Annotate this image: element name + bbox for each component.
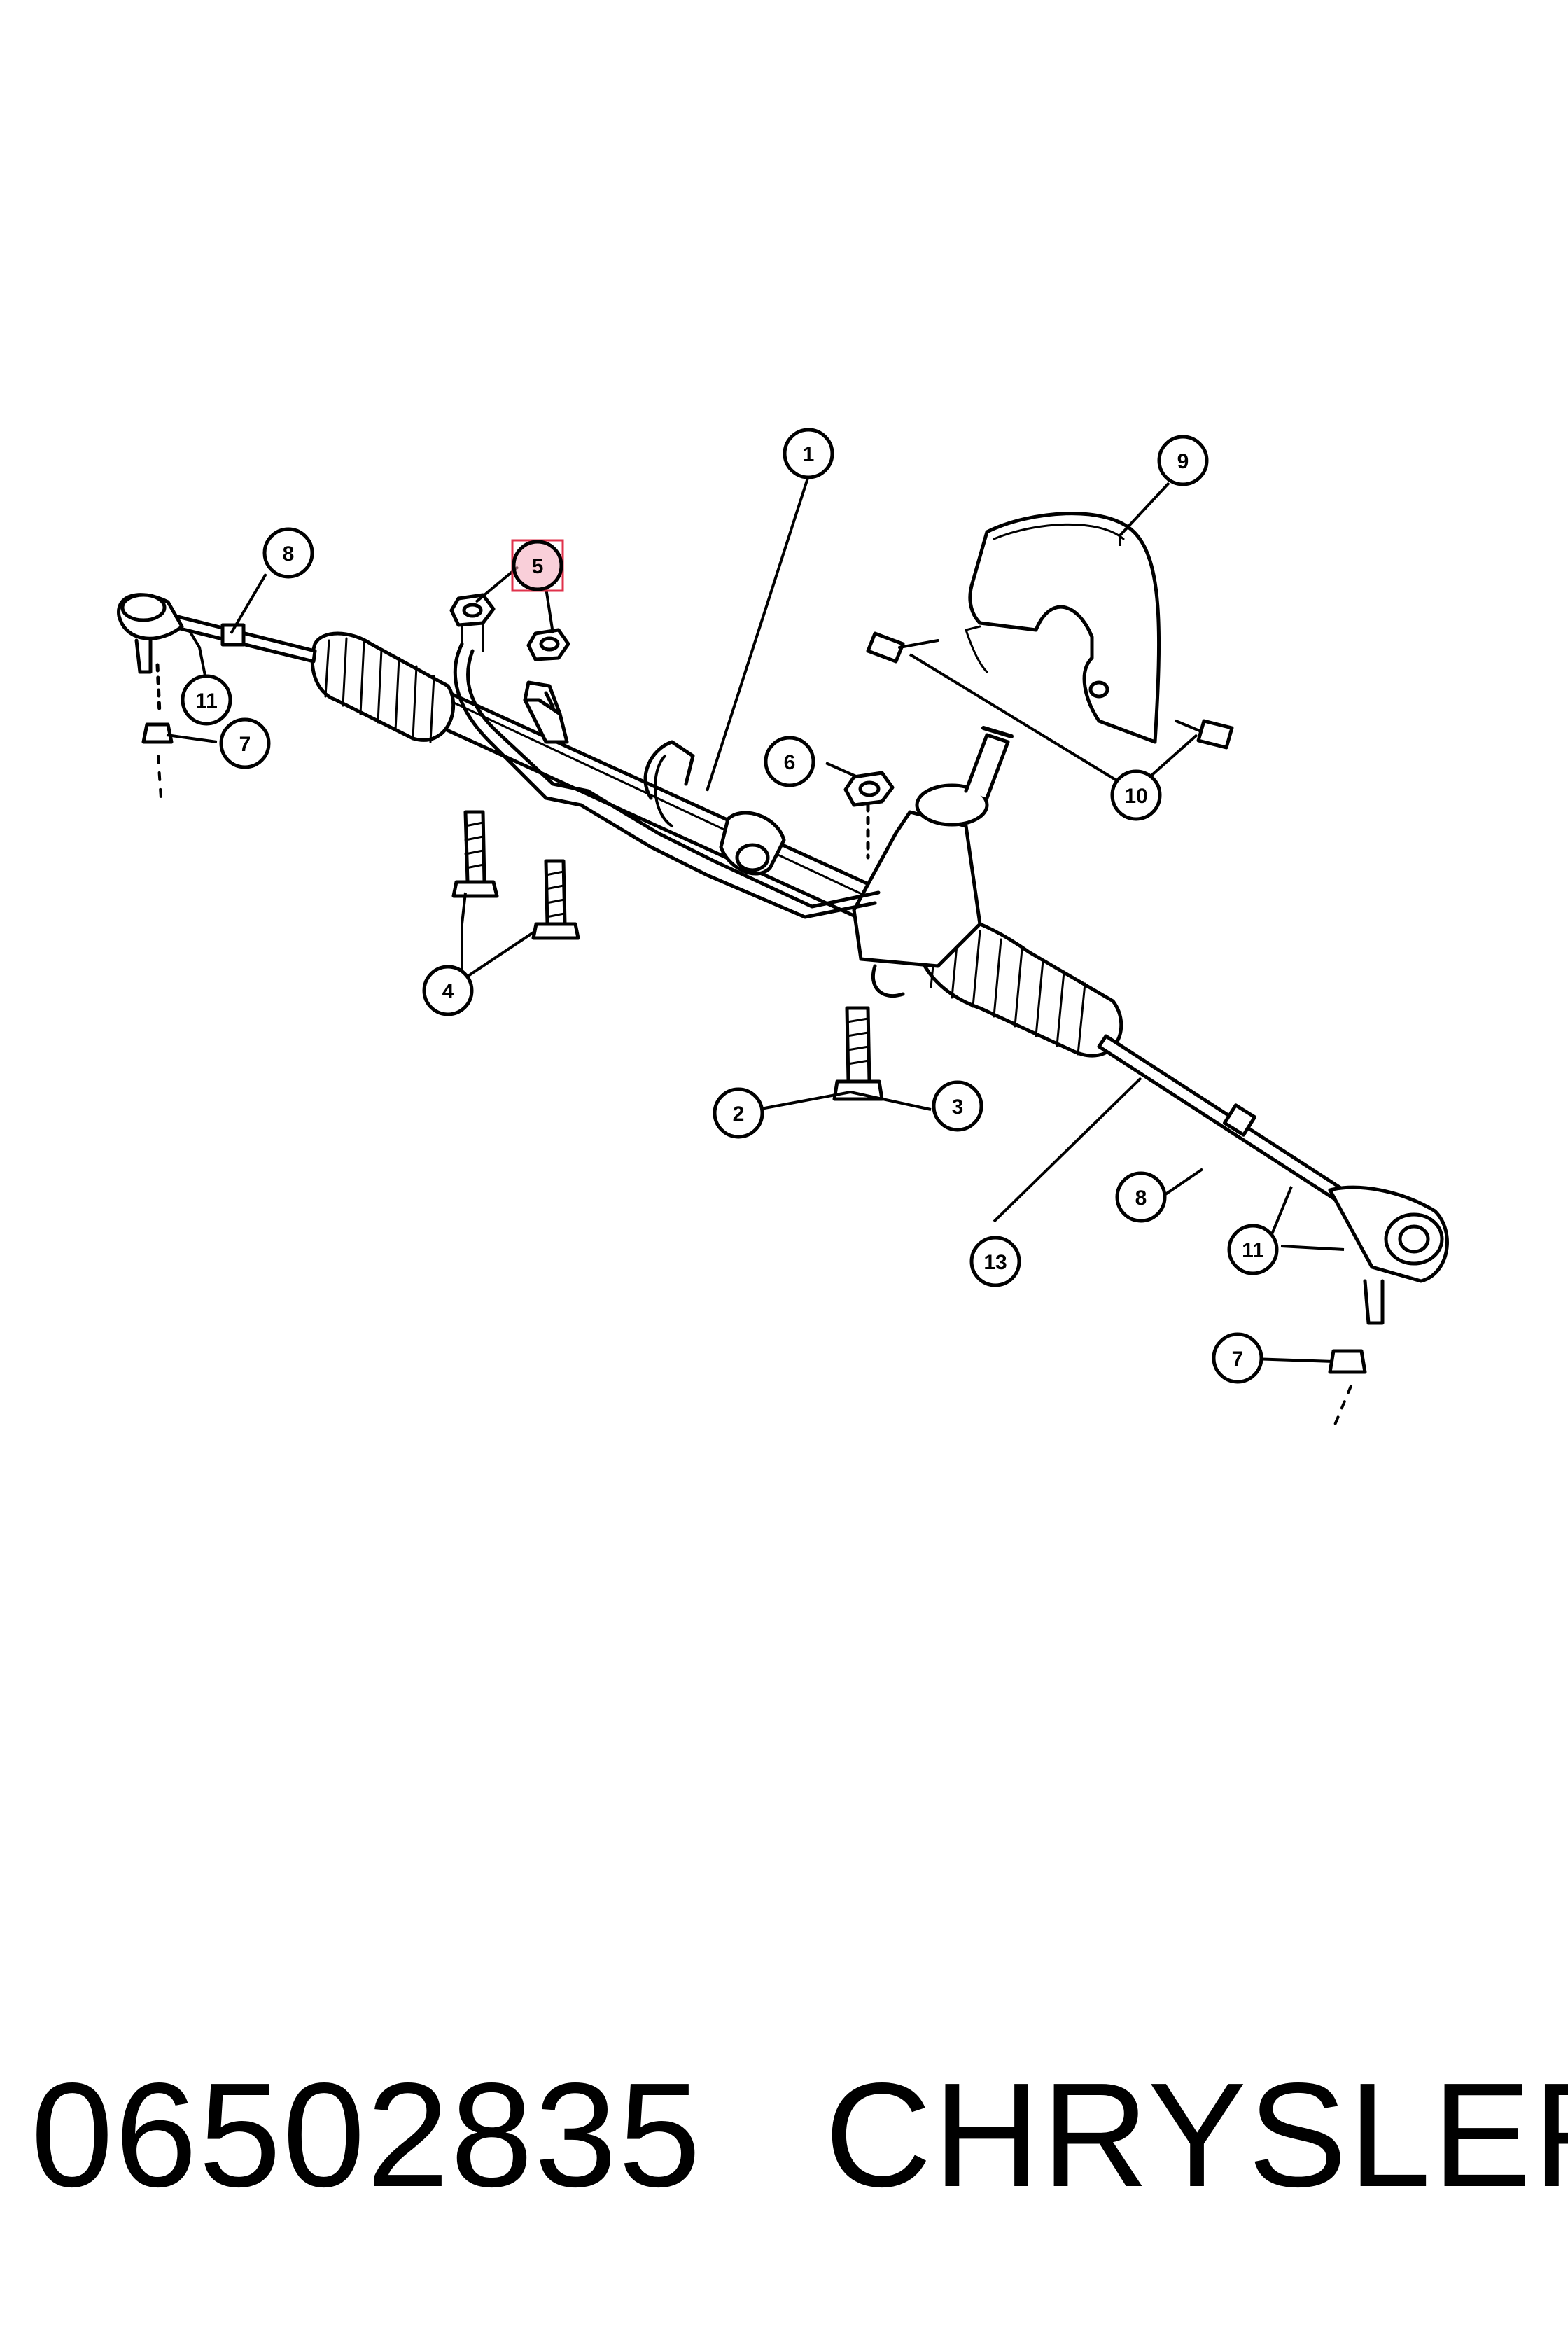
nut-6: [844, 771, 895, 860]
hydraulic-lines: [453, 615, 881, 919]
svg-text:6: 6: [784, 751, 796, 774]
mounting-bracket: [523, 680, 569, 744]
callout-8-left[interactable]: 8: [262, 527, 314, 579]
svg-text:1: 1: [803, 443, 815, 466]
callout-11-right[interactable]: 11: [1227, 1224, 1279, 1275]
svg-text:7: 7: [239, 733, 251, 756]
callout-3[interactable]: 3: [932, 1080, 983, 1132]
bolts-4: [451, 810, 580, 940]
callout-10[interactable]: 10: [1110, 769, 1162, 821]
callout-5-highlighted[interactable]: 5: [511, 539, 564, 592]
svg-text:5: 5: [532, 555, 544, 578]
left-tie-rod: [117, 593, 317, 799]
callout-13[interactable]: 13: [969, 1236, 1021, 1287]
callout-9[interactable]: 9: [1157, 435, 1209, 486]
svg-text:8: 8: [283, 542, 295, 566]
callout-7-right[interactable]: 7: [1212, 1332, 1264, 1384]
svg-text:11: 11: [1242, 1239, 1264, 1262]
svg-text:9: 9: [1177, 450, 1189, 473]
top-nuts: [449, 593, 570, 709]
rack-housing: [425, 684, 912, 940]
svg-text:2: 2: [733, 1102, 745, 1126]
svg-text:11: 11: [195, 690, 218, 713]
callout-4[interactable]: 4: [422, 965, 474, 1016]
left-bellows-boot: [310, 631, 456, 743]
leader-lines: [166, 475, 1345, 1363]
callout-1[interactable]: 1: [783, 428, 834, 479]
callouts: 1 2 3 4 5 6 7 7: [181, 428, 1279, 1384]
svg-text:4: 4: [442, 980, 454, 1003]
callout-6[interactable]: 6: [764, 736, 816, 788]
shield-bolts: [866, 631, 1234, 750]
part-number: 06502835: [31, 2052, 703, 2218]
callout-7-left[interactable]: 7: [219, 718, 271, 769]
svg-text:13: 13: [983, 1251, 1007, 1274]
brand-name: CHRYSLER: [825, 2052, 1568, 2218]
svg-text:8: 8: [1135, 1186, 1147, 1210]
svg-text:3: 3: [952, 1096, 964, 1119]
callout-11-left[interactable]: 11: [181, 674, 232, 726]
heat-shield: [965, 512, 1161, 744]
right-tie-rod: [1097, 1034, 1449, 1429]
pinion-valve-housing: [852, 726, 1014, 998]
svg-text:10: 10: [1124, 785, 1147, 808]
callout-2[interactable]: 2: [713, 1087, 764, 1139]
svg-text:7: 7: [1232, 1348, 1244, 1371]
bolt-2-3: [832, 1006, 884, 1101]
callout-8-right[interactable]: 8: [1115, 1171, 1167, 1223]
